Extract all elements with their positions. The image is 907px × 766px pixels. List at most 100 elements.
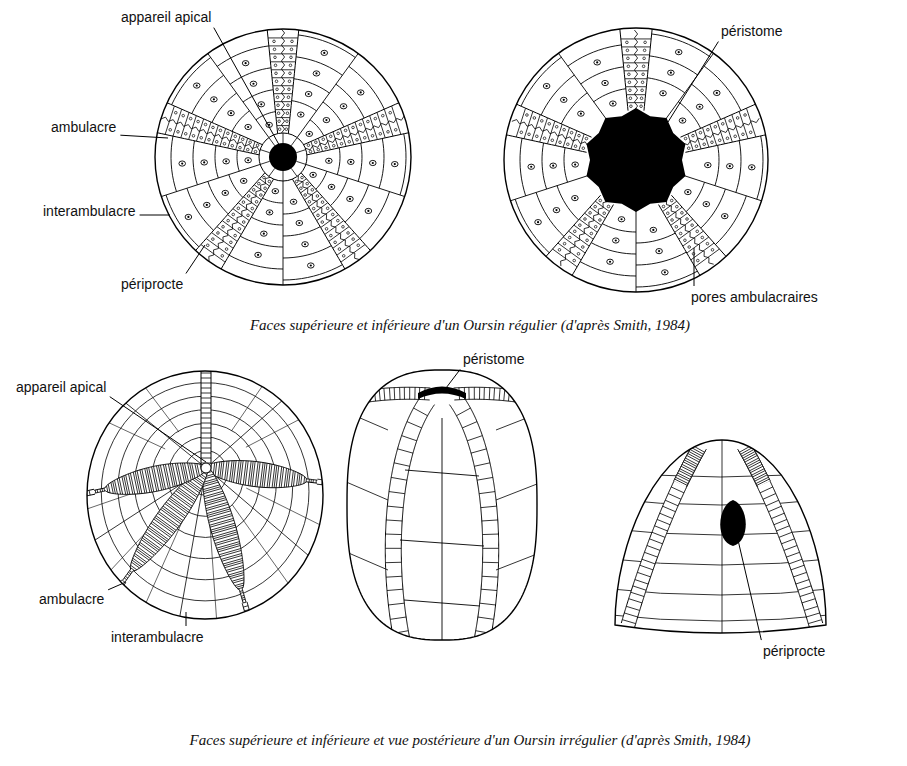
frontal-ambulacrum	[201, 423, 211, 424]
ambulacral-pore	[555, 125, 558, 128]
ambulacral-pore	[277, 104, 280, 107]
tubercle	[326, 158, 333, 163]
apical-plate	[291, 168, 297, 176]
petal	[214, 534, 238, 541]
tubercle-mamelon	[612, 102, 614, 104]
ambulacral-plate	[337, 239, 360, 256]
frontal-ambulacrum	[201, 448, 211, 449]
ambulacral-extension	[246, 614, 251, 615]
label-holder: Faces supérieure et inférieure d'un Ours…	[250, 316, 690, 334]
petal	[94, 463, 206, 490]
ambulacral-pore	[568, 236, 571, 239]
apical-plate	[291, 138, 297, 146]
ambulacrum	[631, 592, 644, 596]
leader-line	[186, 612, 187, 626]
ambulacral-pore	[322, 138, 325, 141]
ambulacral-extension	[376, 486, 378, 491]
petal	[269, 464, 272, 487]
ambulacral-plate	[384, 109, 393, 136]
tubercle-mamelon	[245, 62, 247, 64]
test-outline	[615, 440, 826, 633]
ambulacral-extension	[255, 645, 260, 646]
ambulacral-plate	[233, 209, 249, 221]
ambulacral-pore	[526, 114, 529, 117]
ambulacral-plate	[309, 197, 323, 207]
ambulacral-plate	[622, 46, 651, 47]
ambulacral-plate	[695, 131, 701, 149]
ambulacral-plate	[746, 108, 755, 137]
ambulacral-plate	[624, 70, 648, 71]
frontal-ambulacrum	[201, 438, 211, 439]
interambulacral-plate	[715, 145, 719, 185]
ambulacral-plate	[270, 61, 295, 62]
ambulacral-pore	[289, 64, 292, 67]
frontal-ambulacrum	[201, 358, 211, 359]
posterior-ambulacrum	[483, 562, 499, 563]
petal	[182, 484, 198, 496]
ambulacral-pore	[371, 134, 374, 137]
petal	[206, 504, 228, 510]
ambulacral-pore	[227, 132, 230, 135]
irregular-urchin-oral-face	[330, 370, 560, 652]
ambulacral-pore	[315, 141, 318, 144]
plastron-suture	[404, 600, 480, 606]
tubercle	[370, 160, 377, 165]
ambulacral-extension	[39, 501, 40, 506]
tubercle-mamelon	[252, 83, 254, 85]
ambulacral-pore	[590, 232, 593, 235]
lateral-ambulacrum	[519, 391, 521, 403]
frontal-ambulacrum	[201, 433, 211, 434]
petal	[245, 461, 248, 485]
posterior-ambulacrum	[386, 520, 402, 521]
ambulacral-plate	[228, 215, 246, 228]
petal	[225, 562, 243, 567]
ambulacral-pore	[641, 89, 644, 92]
ambulacral-pore	[288, 88, 291, 91]
label-holder: périprocte	[120, 275, 184, 293]
ambulacrum	[655, 526, 668, 531]
ambulacral-pore	[699, 131, 702, 134]
petal	[293, 471, 295, 486]
interambulacral-plate	[166, 195, 199, 247]
ambulacral-extension	[35, 502, 36, 507]
interambulacral-plate	[283, 208, 309, 214]
petal	[209, 516, 233, 523]
tubercle-mamelon	[530, 166, 532, 168]
label-holder: ambulacre	[38, 590, 105, 608]
petal	[174, 493, 192, 506]
interambulacral-plate	[602, 224, 636, 232]
tubercle-mamelon	[652, 229, 654, 231]
frontal-ambulacrum	[201, 403, 211, 404]
tubercle	[553, 208, 560, 213]
ambulacral-pore	[594, 225, 597, 228]
posterior-ambulacrum	[398, 449, 413, 453]
lateral-ambulacrum	[523, 391, 525, 403]
ambulacral-pore	[254, 150, 257, 153]
leader-line	[214, 28, 282, 150]
petal	[145, 468, 150, 492]
ambulacrum	[763, 494, 776, 500]
leader-line	[108, 582, 126, 590]
petal-ground	[203, 468, 246, 603]
ambulacral-pore	[206, 244, 209, 247]
ambulacral-extension	[81, 492, 82, 497]
ambulacrum	[647, 546, 660, 551]
ambulacral-pore	[247, 214, 250, 217]
tubercle	[328, 184, 335, 189]
ambulacral-pore	[285, 128, 288, 131]
posterior-ambulacrum	[389, 492, 405, 494]
ambulacral-extension	[253, 640, 258, 641]
tubercle-mamelon	[247, 159, 249, 161]
ambulacral-pore	[711, 141, 714, 144]
ambulacral-extension	[78, 493, 79, 498]
petal	[184, 463, 188, 481]
petal	[242, 597, 245, 599]
posterior-ambulacrum	[481, 589, 497, 590]
ambulacral-pore	[317, 214, 320, 217]
ambulacral-pore	[640, 97, 643, 100]
ambulacral-pore	[563, 242, 566, 245]
ambulacral-pore	[223, 142, 226, 145]
ambulacral-extension-ground	[35, 489, 95, 506]
ambulacral-pore	[684, 239, 687, 242]
posterior-ambulacrum	[463, 395, 499, 651]
